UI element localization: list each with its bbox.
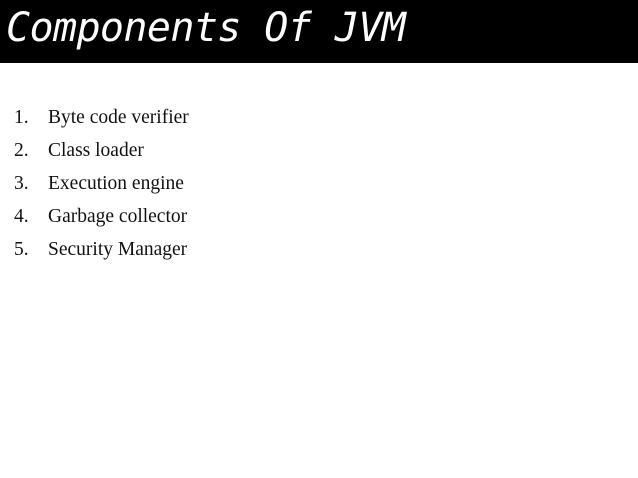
- list-item-label: Byte code verifier: [48, 107, 189, 128]
- components-list: 1. Byte code verifier 2. Class loader 3.…: [0, 101, 560, 266]
- list-item: 2. Class loader: [0, 134, 560, 167]
- list-item-label: Class loader: [48, 140, 144, 161]
- list-item-marker: 5.: [14, 239, 29, 260]
- slide-title-bar: Components Of JVM: [0, 0, 638, 63]
- list-item-label: Execution engine: [48, 173, 184, 194]
- list-item-label: Garbage collector: [48, 206, 188, 227]
- slide-content-area: 1. Byte code verifier 2. Class loader 3.…: [0, 63, 638, 478]
- list-item-marker: 2.: [14, 140, 29, 161]
- list-item-marker: 3.: [14, 173, 29, 194]
- list-item-marker: 1.: [14, 107, 29, 128]
- list-item: 1. Byte code verifier: [0, 101, 560, 134]
- slide-title: Components Of JVM: [6, 5, 406, 51]
- list-item-marker: 4.: [14, 206, 29, 227]
- list-item-label: Security Manager: [48, 239, 188, 260]
- list-item: 3. Execution engine: [0, 167, 560, 200]
- list-item: 5. Security Manager: [0, 233, 560, 266]
- list-item: 4. Garbage collector: [0, 200, 560, 233]
